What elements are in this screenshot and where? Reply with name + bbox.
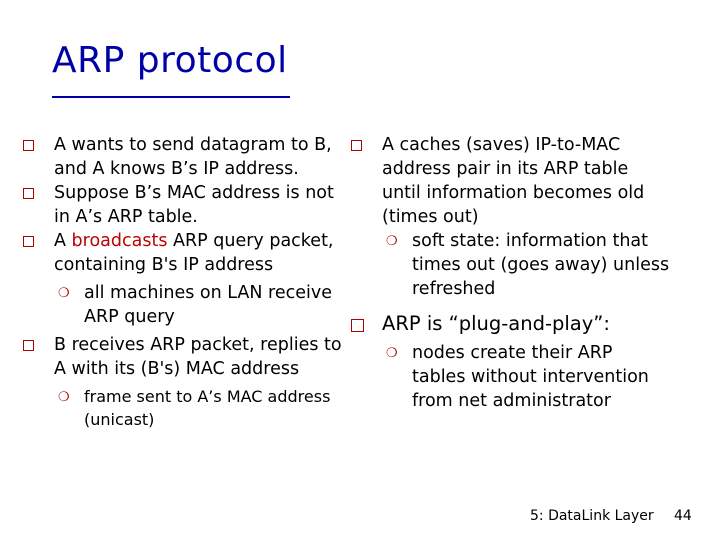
square-bullet-icon bbox=[351, 319, 364, 332]
footer-chapter: 5: DataLink Layer bbox=[530, 508, 654, 524]
square-bullet-icon bbox=[351, 140, 362, 151]
sub-bullet-text: all machines on LAN receive ARP query bbox=[84, 283, 332, 327]
bullet-text: B receives ARP packet, replies to A with… bbox=[54, 335, 342, 379]
sub-bullet-icon: ❍ bbox=[58, 390, 70, 405]
sub-bullet-item: ❍ frame sent to A’s MAC address (unicast… bbox=[52, 385, 342, 431]
sub-bullet-item: ❍ soft state: information that times out… bbox=[380, 229, 670, 301]
bullet-text: ARP is “plug-and-play”: bbox=[382, 312, 610, 335]
sub-bullet-item: ❍ nodes create their ARP tables without … bbox=[380, 341, 670, 413]
sub-bullet-item: ❍ all machines on LAN receive ARP query bbox=[52, 281, 342, 329]
bullet-item: B receives ARP packet, replies to A with… bbox=[22, 333, 342, 381]
left-column: A wants to send datagram to B, and A kno… bbox=[22, 133, 342, 431]
bullet-item: A wants to send datagram to B, and A kno… bbox=[22, 133, 342, 181]
square-bullet-icon bbox=[23, 188, 34, 199]
sub-bullet-icon: ❍ bbox=[386, 346, 398, 361]
bullet-item: ARP is “plug-and-play”: bbox=[350, 311, 670, 337]
bullet-text: A wants to send datagram to B, and A kno… bbox=[54, 135, 332, 179]
sub-bullet-icon: ❍ bbox=[386, 234, 398, 249]
right-column: A caches (saves) IP-to-MAC address pair … bbox=[350, 133, 670, 413]
title-underline bbox=[52, 96, 290, 98]
slide-title: ARP protocol bbox=[52, 40, 288, 81]
footer-page-number: 44 bbox=[674, 508, 692, 524]
sub-bullet-text: soft state: information that times out (… bbox=[412, 231, 670, 299]
bullet-text: A caches (saves) IP-to-MAC address pair … bbox=[382, 135, 645, 227]
square-bullet-icon bbox=[23, 340, 34, 351]
bullet-text-post: ARP query packet, containing B's IP addr… bbox=[54, 231, 334, 275]
highlight-broadcasts: broadcasts bbox=[71, 231, 168, 251]
bullet-item: A caches (saves) IP-to-MAC address pair … bbox=[350, 133, 670, 229]
bullet-item: A broadcasts ARP query packet, containin… bbox=[22, 229, 342, 277]
sub-bullet-text: nodes create their ARP tables without in… bbox=[412, 343, 649, 411]
bullet-text: Suppose B’s MAC address is not in A’s AR… bbox=[54, 183, 334, 227]
bullet-text-pre: A bbox=[54, 231, 72, 251]
square-bullet-icon bbox=[23, 236, 34, 247]
sub-bullet-text: frame sent to A’s MAC address (unicast) bbox=[84, 387, 331, 429]
square-bullet-icon bbox=[23, 140, 34, 151]
bullet-item: Suppose B’s MAC address is not in A’s AR… bbox=[22, 181, 342, 229]
sub-bullet-icon: ❍ bbox=[58, 286, 70, 301]
